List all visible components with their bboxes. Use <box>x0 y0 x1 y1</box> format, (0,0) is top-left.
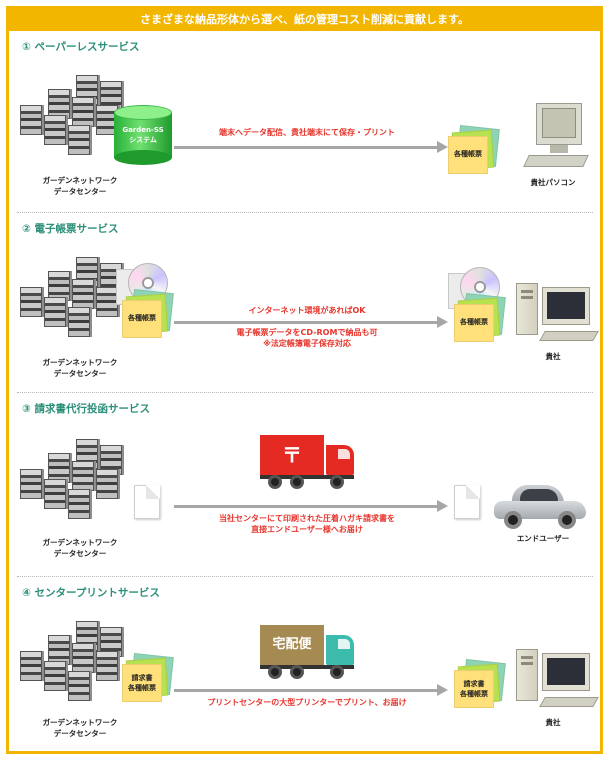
section-title: ③ 請求書代行投函サービス <box>22 403 151 415</box>
computer-icon <box>516 649 599 711</box>
docs-label: 各種帳票 <box>460 318 488 326</box>
document-stack-icon: 請求書各種帳票 <box>454 659 506 709</box>
computer-icon <box>516 283 599 345</box>
document-stack-icon: 各種帳票 <box>448 125 500 175</box>
section-paperless: ① ペーパーレスサービス Garden-SS システム ガーデンネットワークデータ… <box>12 31 597 209</box>
source-caption: ガーデンネットワークデータセンター <box>42 718 118 738</box>
docs-label: 請求書各種帳票 <box>460 680 488 698</box>
section-title: ④ センタープリントサービス <box>22 587 160 599</box>
docs-label: 各種帳票 <box>128 314 156 322</box>
arrow-caption-top: インターネット環境があればOK <box>248 306 366 315</box>
post-truck-icon: 〒 <box>260 435 356 491</box>
source-caption: ガーデンネットワークデータセンター <box>42 176 118 196</box>
computer-icon <box>523 103 590 175</box>
arrow-caption: プリントセンターの大型プリンターでプリント、お届け <box>207 698 407 707</box>
source-caption: ガーデンネットワークデータセンター <box>42 358 118 378</box>
arrow-caption: 端末へデータ配信、貴社端末にて保存・プリント <box>219 128 395 137</box>
flow-arrow <box>174 141 448 153</box>
section-divider <box>17 576 593 577</box>
truck-mark: 〒 <box>282 443 302 467</box>
docs-label: 請求書各種帳票 <box>128 674 156 692</box>
section-e-forms: ② 電子帳票サービス 各種帳票 ガーデンネットワークデータセンター インターネッ… <box>12 213 599 391</box>
truck-mark: 宅配便 <box>272 637 312 652</box>
flow-arrow <box>174 500 448 512</box>
document-stack-icon: 各種帳票 <box>454 293 506 343</box>
flow-arrow <box>174 684 448 696</box>
database-cylinder-icon: Garden-SS システム <box>114 105 172 165</box>
target-caption: 貴社 <box>545 718 561 727</box>
section-divider <box>17 392 593 393</box>
server-rack-icon <box>20 621 140 713</box>
target-caption: エンドユーザー <box>516 534 570 543</box>
header-banner: さまざまな納品形体から選べ、紙の管理コスト削減に貢献します。 <box>9 9 600 31</box>
car-icon <box>492 483 588 529</box>
docs-label: 各種帳票 <box>454 150 482 158</box>
target-caption: 貴社パソコン <box>530 178 576 187</box>
source-caption: ガーデンネットワークデータセンター <box>42 538 118 558</box>
target-caption: 貴社 <box>545 352 561 361</box>
sheet-icon <box>454 485 480 519</box>
section-divider <box>17 212 593 213</box>
document-stack-icon: 請求書各種帳票 <box>122 653 174 703</box>
db-label-2: システム <box>129 136 157 144</box>
server-rack-icon <box>20 439 140 531</box>
section-center-print: ④ センタープリントサービス 請求書各種帳票 ガーデンネットワークデータセンター… <box>12 577 599 753</box>
section-title: ② 電子帳票サービス <box>22 223 119 235</box>
arrow-caption: 当社センターにて印刷された圧着ハガキ請求書を直接エンドユーザー様へお届け <box>219 514 395 534</box>
flow-arrow <box>174 316 448 328</box>
document-stack-icon: 各種帳票 <box>122 289 174 339</box>
server-rack-icon <box>20 75 140 167</box>
arrow-caption-bottom: 電子帳票データをCD-ROMで納品も可※法定帳簿電子保存対応 <box>236 328 378 348</box>
service-diagram-frame: さまざまな納品形体から選べ、紙の管理コスト削減に貢献します。 ① ペーパーレスサ… <box>6 6 603 754</box>
db-label-1: Garden-SS <box>122 126 164 134</box>
section-invoice-mailing: ③ 請求書代行投函サービス ガーデンネットワークデータセンター 〒 当社センター… <box>12 393 597 575</box>
sheet-icon <box>134 485 160 519</box>
section-title: ① ペーパーレスサービス <box>22 41 140 53</box>
delivery-truck-icon: 宅配便 <box>260 625 356 681</box>
